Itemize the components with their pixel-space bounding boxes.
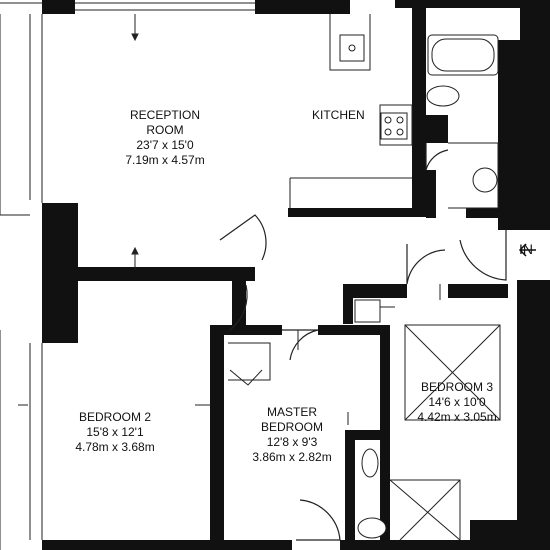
wall-ensuite — [345, 430, 355, 550]
wall-kitchen-south — [288, 208, 426, 217]
wall-east-lower — [517, 280, 550, 550]
wall-east-upper — [498, 40, 550, 230]
reception-name-1: RECEPTION — [129, 108, 200, 122]
reception-name-2: ROOM — [146, 123, 184, 137]
bedroom3-dim-imperial: 14'6 x 10'0 — [428, 395, 486, 409]
doors — [219, 143, 507, 541]
entrance-label: IN — [519, 241, 533, 257]
arrow-left-icon — [518, 243, 536, 257]
entry-arrow — [518, 243, 536, 257]
master-bedroom-label: MASTER BEDROOM 12'8 x 9'3 3.86m x 2.82m — [237, 405, 347, 465]
reception-room-label: RECEPTION ROOM 23'7 x 15'0 7.19m x 4.57m — [110, 108, 220, 168]
wall-master-west — [210, 325, 224, 550]
window-lines — [0, 2, 255, 550]
ensuite-basin — [357, 517, 387, 539]
dimension-arrows — [18, 14, 441, 425]
wall-bottom-left — [42, 540, 292, 550]
door-reception — [219, 214, 267, 261]
door-bath — [425, 143, 449, 171]
wall-bath-south — [426, 170, 436, 218]
wall-bottom-right — [340, 540, 550, 550]
bedroom3-label: BEDROOM 3 14'6 x 10'0 4.42m x 3.05m — [402, 380, 512, 425]
wall-living-bed2 — [65, 267, 255, 281]
wall-hall-east — [345, 284, 407, 298]
wc-ensuite — [361, 448, 379, 478]
bedroom2-label: BEDROOM 2 15'8 x 12'1 4.78m x 3.68m — [60, 410, 170, 455]
wall-master-top — [210, 325, 282, 335]
master-name-1: MASTER — [266, 405, 317, 419]
wall-top-left-stub — [42, 0, 75, 14]
door-bedroom2 — [229, 284, 248, 331]
wall-bed3-west — [343, 284, 353, 324]
wall-top-kitchen — [255, 0, 350, 14]
bedroom3-dim-metric: 4.42m x 3.05m — [417, 410, 497, 424]
wall-kitchen-east — [412, 0, 426, 215]
wall-bottom-corner — [470, 520, 550, 550]
master-dim-imperial: 12'8 x 9'3 — [266, 435, 318, 449]
hob — [380, 112, 408, 140]
bedroom2-dim-imperial: 15'8 x 12'1 — [86, 425, 144, 439]
wall-hall-south — [318, 325, 390, 335]
walls — [42, 0, 550, 550]
wall-top-bathroom — [395, 0, 550, 8]
door-entry — [459, 230, 507, 281]
reception-dim-metric: 7.19m x 4.57m — [125, 153, 205, 167]
wall-bathroom-block — [412, 115, 448, 143]
bath-basin — [472, 167, 498, 193]
interior-lines — [228, 14, 501, 541]
wall-bath-south-2 — [466, 208, 506, 218]
bedroom3-name: BEDROOM 3 — [420, 380, 493, 394]
kitchen-label: KITCHEN — [312, 108, 365, 122]
bedroom2-dim-metric: 4.78m x 3.68m — [75, 440, 155, 454]
door-ensuite — [296, 499, 341, 541]
master-name-2: BEDROOM — [260, 420, 323, 434]
door-master — [282, 329, 319, 361]
wall-top-right — [520, 0, 550, 45]
master-dim-metric: 3.86m x 2.82m — [252, 450, 332, 464]
bedroom2-name: BEDROOM 2 — [78, 410, 151, 424]
door-bed3 — [406, 244, 446, 285]
reception-dim-imperial: 23'7 x 15'0 — [136, 138, 194, 152]
wc-bathroom — [426, 85, 460, 107]
wall-hall-east-2 — [448, 284, 508, 298]
wall-ensuite-top — [345, 430, 385, 440]
fixtures — [339, 34, 498, 539]
